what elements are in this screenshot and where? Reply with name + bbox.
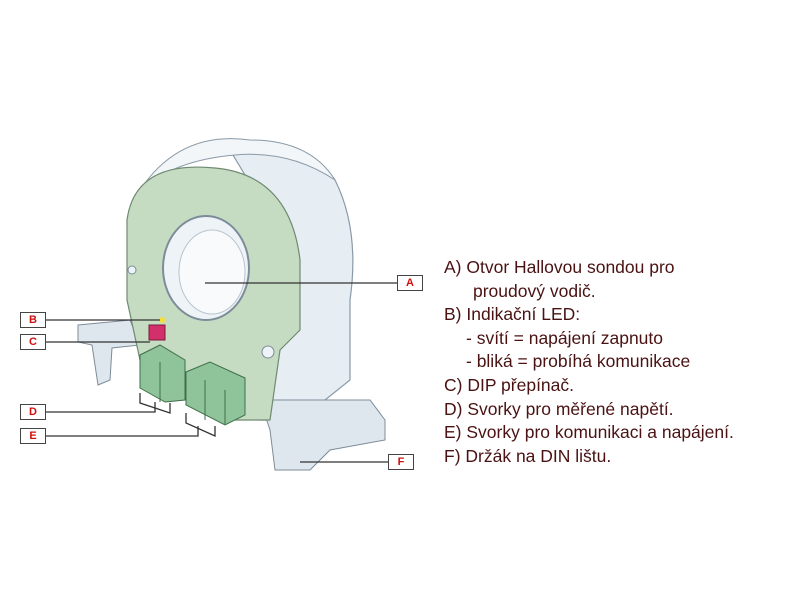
terminals-comm [185, 361, 246, 426]
callout-e: E [20, 428, 46, 444]
callout-f: F [388, 454, 414, 470]
legend-item-a-cont: proudový vodič. [473, 280, 596, 301]
callout-c: C [20, 334, 46, 350]
dip-switch [148, 324, 166, 341]
legend-item-f: F) Držák na DIN lištu. [444, 445, 612, 466]
din-bracket [259, 399, 386, 471]
housing-top [139, 138, 336, 191]
legend-item-e: E) Svorky pro komunikaci a napájení. [444, 422, 734, 443]
legend: A) Otvor Hallovou sondou pro proudový vo… [444, 256, 734, 468]
legend-item-b: B) Indikační LED: [444, 304, 581, 325]
callout-d: D [20, 404, 46, 420]
legend-item-a: A) Otvor Hallovou sondou pro [444, 257, 675, 277]
led [159, 317, 165, 323]
terminals-voltage [139, 344, 186, 403]
legend-item-b-blink: - bliká = probíhá komunikace [466, 351, 691, 372]
callout-b: B [20, 312, 46, 328]
legend-item-d: D) Svorky pro měřené napětí. [444, 398, 674, 419]
callout-a: A [397, 275, 423, 291]
legend-item-b-on: - svítí = napájení zapnuto [466, 327, 664, 348]
legend-item-c: C) DIP přepínač. [444, 374, 575, 395]
left-bracket [77, 319, 141, 386]
